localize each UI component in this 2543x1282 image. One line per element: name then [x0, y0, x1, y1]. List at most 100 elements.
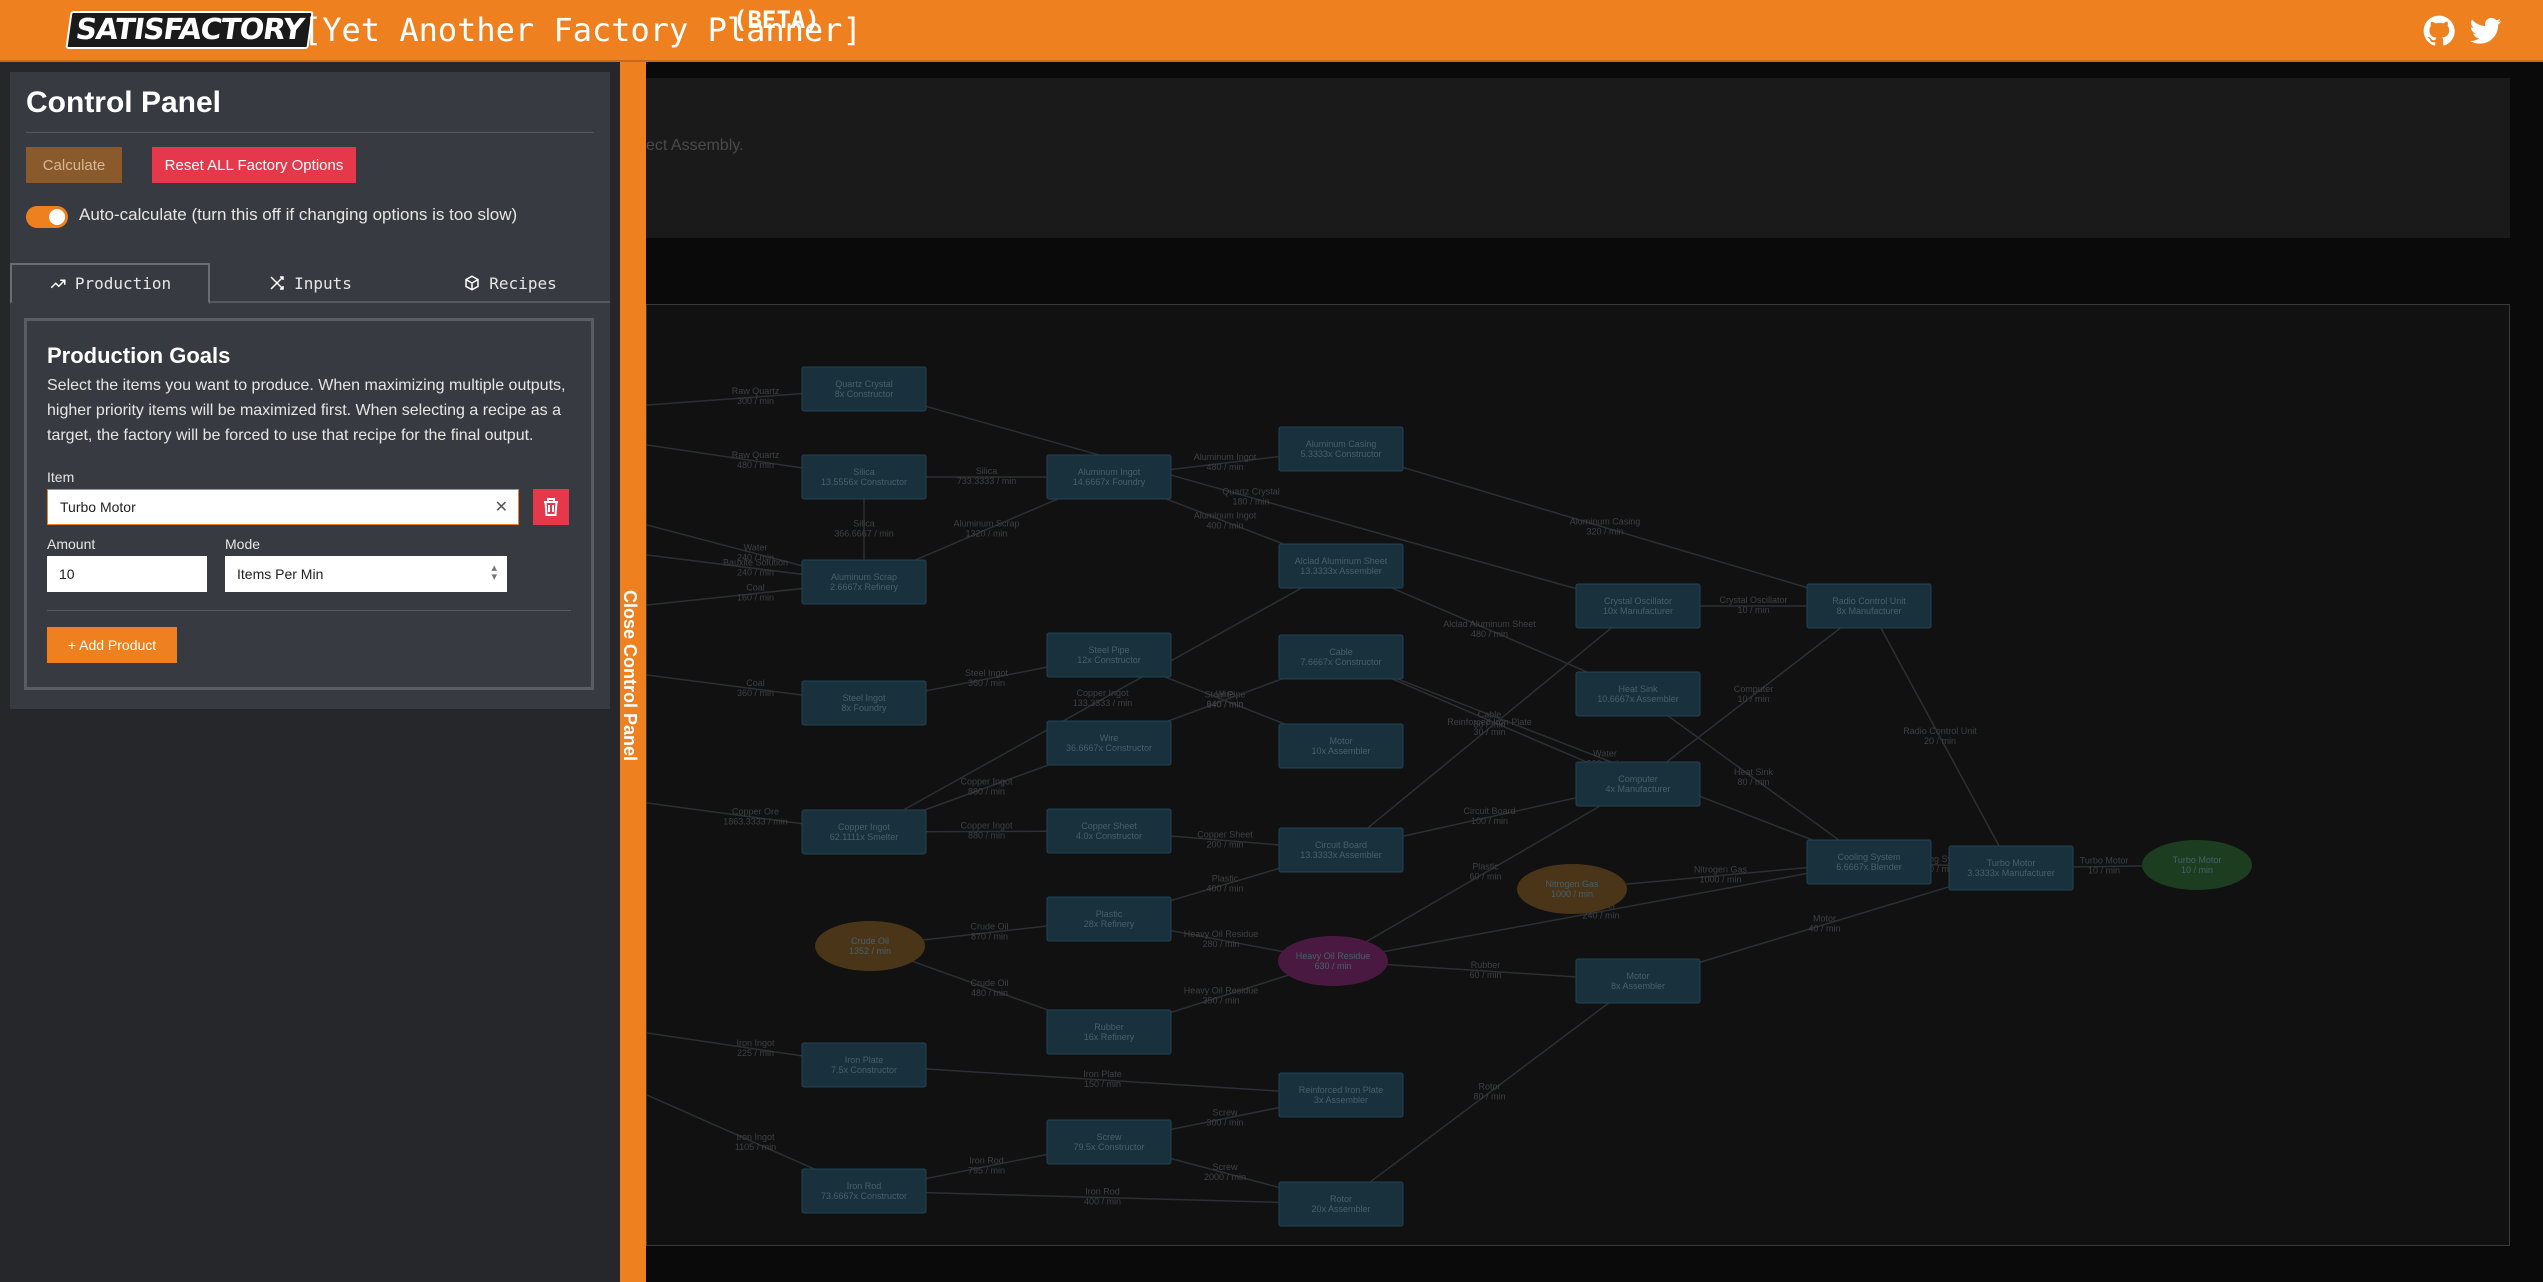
node-subtitle: 73.6667x Constructor: [821, 1191, 907, 1201]
node-box: [1948, 845, 2074, 891]
edge-rate: 240 / min: [737, 553, 774, 563]
github-icon[interactable]: [2423, 15, 2455, 47]
node-title: Steel Ingot: [842, 693, 886, 703]
edge-label: Rotor: [1478, 1082, 1500, 1092]
edge-label: Circuit Board: [1463, 806, 1515, 816]
node-subtitle: 8x Constructor: [835, 389, 894, 399]
node-box: [1278, 634, 1404, 680]
node-box: [1575, 583, 1701, 629]
edge-rate: 80 / min: [1473, 1092, 1505, 1102]
satisfactory-logo[interactable]: SATISFACTORY: [65, 11, 314, 49]
autocalc-toggle[interactable]: [26, 206, 68, 228]
edge-label: Copper Ingot: [1076, 688, 1129, 698]
node-title: Cooling System: [1837, 852, 1900, 862]
node-box: [1046, 454, 1172, 500]
tab-production[interactable]: Production: [10, 263, 210, 304]
node-ellipse: [2142, 840, 2252, 890]
edge-rate: 870 / min: [971, 932, 1008, 942]
edge-rate: 480 / min: [1206, 462, 1243, 472]
node-subtitle: 8x Assembler: [1611, 981, 1665, 991]
amount-input[interactable]: 10: [47, 556, 207, 592]
edge-label: Turbo Motor: [2080, 856, 2129, 866]
node-subtitle: 8x Foundry: [841, 703, 887, 713]
node-title: Steel Pipe: [1088, 645, 1129, 655]
item-select-input[interactable]: Turbo Motor ✕: [47, 489, 519, 525]
twitter-icon[interactable]: [2470, 15, 2502, 47]
edge-rate: 300 / min: [737, 396, 774, 406]
tab-inputs[interactable]: Inputs: [210, 263, 410, 303]
clear-icon[interactable]: ✕: [494, 499, 508, 516]
node-box: [801, 1168, 927, 1214]
add-product-button[interactable]: + Add Product: [47, 627, 177, 663]
node-box: [1278, 827, 1404, 873]
node-subtitle: 13.3333x Assembler: [1300, 566, 1382, 576]
info-text: ect Assembly.: [646, 137, 744, 154]
delete-product-button[interactable]: [533, 489, 569, 525]
edge-rate: 20 / min: [1924, 736, 1956, 746]
edge-rate: 300 / min: [1206, 1118, 1243, 1128]
edge-rate: 400 / min: [1206, 884, 1243, 894]
edge-rate: 795 / min: [968, 1166, 1005, 1176]
tab-inputs-label: Inputs: [294, 273, 352, 293]
edge-rate: 480 / min: [1471, 629, 1508, 639]
node-title: Radio Control Unit: [1832, 596, 1906, 606]
edge-label: Cooling System: [1908, 854, 1971, 864]
calculate-button[interactable]: Calculate: [26, 147, 122, 183]
edge-line: [1332, 861, 1870, 962]
node-box: [1278, 1072, 1404, 1118]
beta-label: (BETA): [733, 6, 820, 34]
node-box: [1046, 1009, 1172, 1055]
node-box: [1278, 543, 1404, 589]
reset-factory-button[interactable]: Reset ALL Factory Options: [152, 147, 356, 183]
node-title: Copper Ingot: [838, 822, 891, 832]
edge-label: Copper Sheet: [1197, 830, 1253, 840]
mode-select[interactable]: Items Per Min ▴▾: [225, 556, 507, 592]
node-title: Nitrogen Gas: [1545, 879, 1599, 889]
node-subtitle: 12x Constructor: [1077, 655, 1141, 665]
edge-label: Iron Ingot: [736, 1132, 775, 1142]
edge-rate: 80 / min: [1737, 777, 1769, 787]
node-title: Silica: [853, 467, 875, 477]
tab-recipes[interactable]: Recipes: [410, 263, 610, 303]
node-title: Motor: [1329, 736, 1352, 746]
close-control-panel-label[interactable]: Close Control Panel: [620, 590, 640, 762]
edge-line: [1637, 693, 1870, 863]
item-value: Turbo Motor: [60, 499, 136, 515]
